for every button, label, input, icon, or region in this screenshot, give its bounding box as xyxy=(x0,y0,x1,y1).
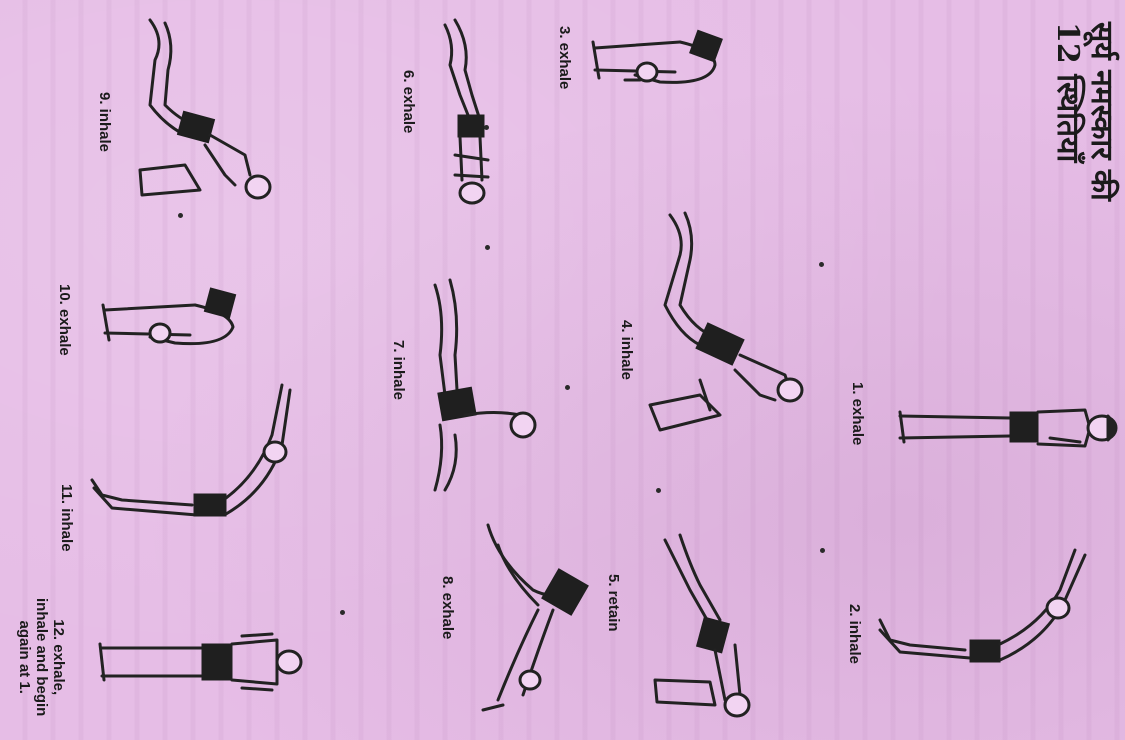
pose-5-figure xyxy=(645,530,755,720)
pose-3-figure xyxy=(585,20,725,95)
label-pose-4: 4. inhale xyxy=(618,320,635,380)
label-pose-3: 3. exhale xyxy=(556,26,573,89)
label-pose-12: 12. exhale, inhale and begin again at 1. xyxy=(16,598,67,716)
speck xyxy=(485,245,490,250)
label-pose-9: 9. inhale xyxy=(96,92,113,152)
label-pose-7: 7. inhale xyxy=(390,340,407,400)
pose-7-figure xyxy=(425,275,540,495)
label-pose-2: 2. inhale xyxy=(846,604,863,664)
label-pose-8: 8. exhale xyxy=(439,576,456,639)
label-pose-10: 10. exhale xyxy=(56,284,73,356)
speck xyxy=(819,262,824,267)
speck xyxy=(340,610,345,615)
pose-2-figure xyxy=(870,540,1090,670)
pose-1-figure xyxy=(890,398,1125,458)
pose-6-figure xyxy=(430,15,500,205)
pose-8-figure xyxy=(478,520,588,715)
page-title-line-1: सूर्य नमस्कार की xyxy=(1084,22,1118,201)
speck xyxy=(565,385,570,390)
speck xyxy=(820,548,825,553)
pose-10-figure xyxy=(95,285,240,355)
page-title-line-2: 12 स्थितियाँ xyxy=(1050,22,1084,162)
speck xyxy=(178,213,183,218)
pose-9-figure xyxy=(130,15,275,200)
label-pose-1: 1. exhale xyxy=(849,382,866,445)
speck xyxy=(656,488,661,493)
label-pose-6: 6. exhale xyxy=(400,70,417,133)
pose-11-figure xyxy=(82,380,292,530)
speck xyxy=(484,125,489,130)
pose-4-figure xyxy=(640,205,805,435)
label-pose-5: 5. retain xyxy=(605,574,622,632)
pose-12-figure xyxy=(92,630,307,695)
label-pose-11: 11. inhale xyxy=(58,484,75,552)
